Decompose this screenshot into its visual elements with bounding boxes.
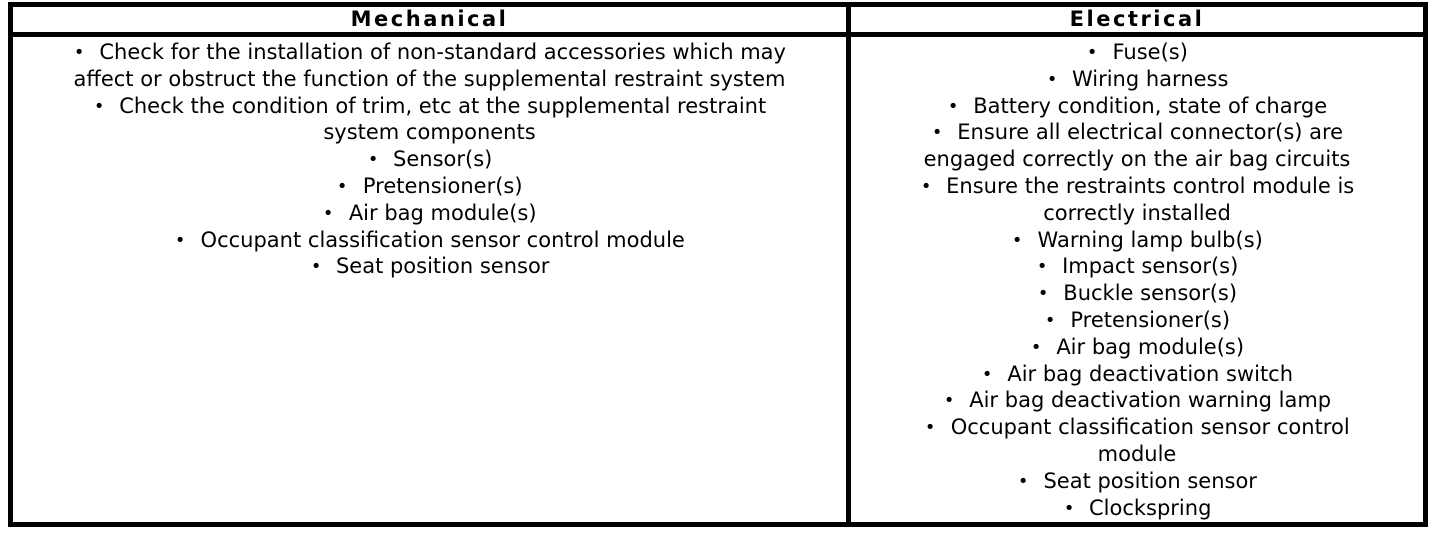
list-item-text: Occupant classification sensor control m… — [950, 415, 1350, 466]
list-item-text: Clockspring — [1088, 495, 1212, 520]
list-item: • Sensor(s) — [65, 146, 795, 173]
list-item: • Warning lamp bulb(s) — [902, 227, 1372, 254]
list-item: • Air bag deactivation switch — [902, 361, 1372, 388]
list-item: • Air bag module(s) — [902, 334, 1372, 361]
list-item: • Clockspring — [902, 495, 1372, 522]
list-item-text: Seat position sensor — [335, 254, 550, 279]
list-item-text: Sensor(s) — [393, 147, 493, 172]
list-item-text: Air bag module(s) — [348, 200, 537, 225]
bullet-icon: • — [981, 363, 993, 384]
list-item-text: Occupant classification sensor control m… — [200, 227, 685, 252]
list-item: • Battery condition, state of charge — [902, 93, 1372, 120]
list-item-text: Ensure the restraints control module is … — [946, 173, 1355, 225]
list-item-text: Fuse(s) — [1112, 40, 1188, 64]
list-item-text: Warning lamp bulb(s) — [1037, 227, 1263, 252]
bullet-icon: • — [1046, 68, 1058, 90]
list-item-text: Check for the installation of non-standa… — [73, 40, 786, 91]
bullet-icon: • — [1087, 41, 1098, 63]
list-item-text: Battery condition, state of charge — [973, 93, 1328, 118]
bullet-icon: • — [943, 390, 955, 411]
column-title-mechanical: Mechanical — [350, 7, 509, 31]
column-body-mechanical: •Check for the installation of non-stand… — [13, 37, 846, 522]
bullet-icon: • — [1037, 283, 1049, 304]
list-item: • Ensure the restraints control module is… — [902, 173, 1372, 227]
bullet-icon: • — [947, 95, 959, 116]
list-item: •Ensure all electrical connector(s) are … — [902, 119, 1372, 173]
bullet-icon: • — [920, 175, 932, 197]
bullet-icon: • — [73, 41, 85, 63]
column-header-electrical: Electrical — [851, 7, 1423, 37]
inspection-table: Mechanical •Check for the installation o… — [8, 2, 1428, 527]
list-item-text: Air bag deactivation switch — [1007, 361, 1294, 386]
list-item: • Air bag module(s) — [65, 200, 795, 227]
bullet-icon: • — [337, 175, 348, 197]
list-item-text: Air bag deactivation warning lamp — [969, 388, 1332, 413]
list-item-text: Wiring harness — [1071, 66, 1229, 91]
list-item-text: Check the condition of trim, etc at the … — [119, 93, 767, 145]
bullet-icon: • — [175, 229, 186, 250]
bullet-icon: • — [1044, 309, 1056, 331]
list-item: • Fuse(s) — [902, 39, 1372, 66]
list-item: • Buckle sensor(s) — [902, 280, 1372, 307]
list-item: • Occupant classification sensor control … — [902, 414, 1372, 468]
list-item-text: Seat position sensor — [1043, 468, 1257, 493]
column-mechanical: Mechanical •Check for the installation o… — [13, 7, 851, 522]
list-item: • Air bag deactivation warning lamp — [902, 387, 1372, 414]
list-item: •Check for the installation of non-stand… — [65, 39, 795, 93]
list-item-text: Ensure all electrical connector(s) are e… — [923, 120, 1351, 172]
bullet-icon: • — [1030, 336, 1042, 358]
list-item-text: Air bag module(s) — [1056, 334, 1245, 359]
list-item-text: Pretensioner(s) — [362, 173, 523, 198]
bullet-icon: • — [1017, 470, 1029, 492]
list-item: • Seat position sensor — [65, 253, 795, 280]
bullet-icon: • — [367, 149, 379, 170]
list-item-text: Buckle sensor(s) — [1063, 281, 1238, 306]
list-item-text: Pretensioner(s) — [1070, 307, 1231, 332]
list-item: • Seat position sensor — [902, 468, 1372, 495]
list-item: • Check the condition of trim, etc at the… — [65, 93, 795, 147]
list-item: • Occupant classification sensor control … — [65, 227, 795, 254]
list-item: • Pretensioner(s) — [902, 307, 1372, 334]
bullet-icon: • — [93, 95, 105, 116]
bullet-icon: • — [310, 256, 322, 277]
column-title-electrical: Electrical — [1069, 7, 1205, 31]
bullet-icon: • — [1063, 497, 1075, 518]
column-electrical: Electrical • Fuse(s) • Wiring harness • Bat… — [851, 7, 1423, 522]
list-item-text: Impact sensor(s) — [1062, 254, 1239, 279]
bullet-icon: • — [323, 202, 334, 224]
bullet-icon: • — [1036, 256, 1048, 277]
list-item: • Impact sensor(s) — [902, 253, 1372, 280]
list-item: • Wiring harness — [902, 66, 1372, 93]
column-body-electrical: • Fuse(s) • Wiring harness • Battery condit… — [851, 37, 1423, 522]
bullet-icon: • — [931, 122, 943, 143]
bullet-icon: • — [1012, 229, 1023, 250]
bullet-icon: • — [925, 417, 936, 438]
column-header-mechanical: Mechanical — [13, 7, 846, 37]
list-item: • Pretensioner(s) — [65, 173, 795, 200]
